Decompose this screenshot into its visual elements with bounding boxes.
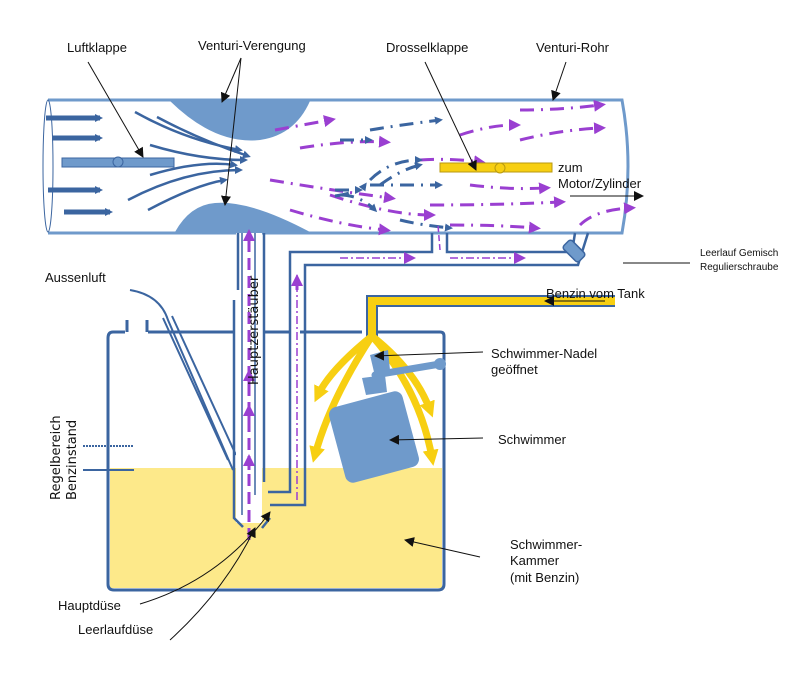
label-hauptduese: Hauptdüse	[58, 598, 121, 613]
label-zum: zum	[558, 160, 583, 175]
label-schwimmer-kammer-1: Schwimmer-	[510, 537, 582, 552]
air-flow-arrows	[46, 114, 113, 216]
drosselklappe-plate	[439, 162, 553, 174]
float	[328, 391, 420, 483]
label-geoeffnet: geöffnet	[491, 362, 538, 377]
venturi-restriction-bottom	[175, 202, 310, 232]
leader-lines	[87, 57, 690, 641]
idle-mixture-screw	[562, 239, 586, 263]
float-chamber	[106, 320, 446, 592]
label-benzinstand: Benzinstand	[65, 420, 80, 500]
label-luftklappe: Luftklappe	[67, 40, 127, 55]
idle-channel	[268, 224, 590, 507]
label-drosselklappe: Drosselklappe	[386, 40, 468, 55]
label-motor-zylinder: Motor/Zylinder	[558, 176, 642, 191]
label-schwimmer: Schwimmer	[498, 432, 567, 447]
label-regelbereich: Regelbereich	[49, 415, 64, 500]
label-benzin-vom-tank: Benzin vom Tank	[546, 286, 645, 301]
label-schwimmer-kammer-2: Kammer	[510, 553, 560, 568]
fuel-fill	[110, 468, 442, 588]
label-leerlauf-gemisch: Leerlauf Gemisch	[700, 248, 778, 259]
label-schwimmer-nadel: Schwimmer-Nadel	[491, 346, 597, 361]
label-regulierschraube: Regulierschraube	[700, 262, 779, 273]
main-jet-tube: Hauptzerstäuber	[232, 229, 271, 540]
label-leerlaufduese: Leerlaufdüse	[78, 622, 153, 637]
label-venturi-verengung: Venturi-Verengung	[198, 38, 306, 53]
label-aussenluft: Aussenluft	[45, 270, 106, 285]
venturi-tube	[42, 98, 630, 235]
venturi-restriction-top	[170, 101, 310, 141]
luftklappe-plate	[61, 156, 175, 168]
label-schwimmer-kammer-3: (mit Benzin)	[510, 570, 579, 585]
label-hauptzerstaeuber: Hauptzerstäuber	[247, 275, 262, 385]
mixture-flow-arrows	[269, 99, 636, 236]
outside-air-pipe	[129, 289, 237, 471]
float-needle	[362, 350, 446, 395]
label-venturi-rohr: Venturi-Rohr	[536, 40, 610, 55]
